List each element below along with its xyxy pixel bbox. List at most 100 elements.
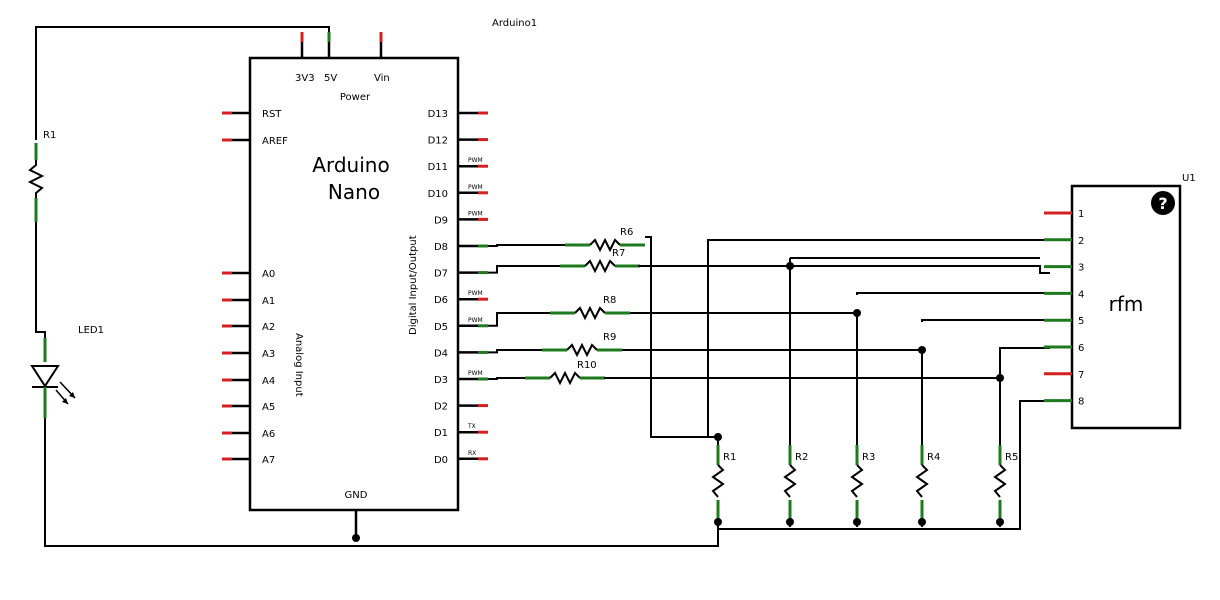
right-pins: D13D12D11PWMD10PWMD9PWMD8D7D6PWMD5PWMD4D… [428,109,488,466]
resistor-r2-pulldown[interactable]: R2 [783,262,808,527]
pin-label: D12 [428,136,448,147]
pin-d2[interactable]: D2 [434,402,488,413]
resistor-label: R2 [795,452,808,463]
pin-d8[interactable]: D8 [434,242,488,253]
resistor-label: R7 [612,248,625,259]
pin-label: 1 [1078,209,1084,220]
rfm-name: rfm [1109,292,1144,316]
arduino-ref: Arduino1 [492,18,537,29]
rfm-pin-1[interactable]: 1 [1044,209,1084,220]
rfm-pin-4[interactable]: 4 [1044,289,1084,300]
wire [999,347,1050,377]
pin-label: D8 [434,242,448,253]
pin-d7[interactable]: D7 [434,269,488,280]
pin-aref[interactable]: AREF [222,136,288,147]
wire [707,239,1050,437]
junction [352,534,360,542]
pin-d4[interactable]: D4 [434,348,488,359]
pin-tag: RX [468,450,476,457]
resistor-r10[interactable]: R10 [488,360,605,386]
rfm-pin-6[interactable]: 6 [1044,343,1084,354]
pin-a3[interactable]: A3 [222,349,275,360]
pin-label: D9 [434,215,448,226]
resistor-label: R8 [603,295,616,306]
resistor-label: R10 [577,360,597,371]
gnd-label: GND [345,490,368,501]
pin-5v-label: 5V [324,73,337,84]
pin-rst[interactable]: RST [222,109,282,120]
pin-tag: TX [467,423,476,430]
pin-tag: PWM [468,370,483,377]
pin-label: D10 [428,189,448,200]
pin-label: 4 [1078,289,1084,300]
wire [638,265,1050,274]
pin-a2[interactable]: A2 [222,322,275,333]
pin-d11[interactable]: D11 PWM [428,157,488,173]
pin-label: 6 [1078,343,1084,354]
resistor-r7[interactable]: R7 [488,248,640,274]
rfm-pin-2[interactable]: 2 [1044,236,1084,247]
resistor-label: R3 [862,452,875,463]
resistor-r1-pulldown[interactable]: R1 [711,433,736,527]
pin-label: D3 [434,375,448,386]
pin-label: AREF [262,136,288,147]
pin-label: D2 [434,402,448,413]
led-symbol[interactable] [30,338,76,418]
pin-a6[interactable]: A6 [222,429,275,440]
pin-d13[interactable]: D13 [428,109,488,120]
pin-a7[interactable]: A7 [222,455,275,466]
pin-label: D1 [434,428,448,439]
wire [718,400,1050,530]
svg-text:?: ? [1158,194,1167,213]
wire-r-led [35,222,46,340]
pin-vin-label: Vin [374,73,390,84]
rfm-pin-5[interactable]: 5 [1044,316,1084,327]
resistor-r5-pulldown[interactable]: R5 [993,374,1018,527]
pin-3v3-label: 3V3 [295,73,315,84]
pin-label: D4 [434,348,448,359]
arduino-title-2: Nano [328,180,380,204]
resistor-r8[interactable]: R8 [488,295,630,327]
resistor-r4-pulldown[interactable]: R4 [915,346,940,527]
pin-d6[interactable]: D6 PWM [434,290,488,306]
pin-a1[interactable]: A1 [222,296,275,307]
rfm-pin-3[interactable]: 3 [1044,263,1084,274]
wire [921,319,1050,322]
pin-d1[interactable]: D1 TX [434,423,488,439]
resistor-label: R9 [603,332,616,343]
pin-a4[interactable]: A4 [222,376,275,387]
resistor-r3-pulldown[interactable]: R3 [850,309,875,527]
pin-label: A3 [262,349,275,360]
rfm-pin-8[interactable]: 8 [1044,397,1084,408]
arduino-body[interactable] [248,56,460,512]
pin-label: D11 [428,162,448,173]
pin-label: D6 [434,295,448,306]
pin-d3[interactable]: D3 PWM [434,370,488,386]
pulldown-resistors: R1 R2 R3 R4 R5 [711,262,1018,527]
rfm-body[interactable] [1070,184,1182,430]
arduino-title-1: Arduino [312,153,389,177]
rfm-pin-7[interactable]: 7 [1044,370,1084,381]
pin-a5[interactable]: A5 [222,402,275,413]
pin-d12[interactable]: D12 [428,136,488,147]
pin-label: A5 [262,402,275,413]
digital-io-label: Digital Input/Output [408,235,419,335]
rfm-pins: 1 2 3 4 5 6 7 8 [1044,209,1084,408]
resistor-r6[interactable]: R6 [488,227,645,253]
wire-ground-bus [44,418,719,547]
resistor-left[interactable] [27,143,45,222]
wire [645,236,718,438]
pin-a0[interactable]: A0 [222,269,275,280]
pin-label: D13 [428,109,448,120]
resistor-r9[interactable]: R9 [488,332,622,358]
pin-label: 7 [1078,370,1084,381]
pin-tag: PWM [468,290,483,297]
rfm-ref: U1 [1182,173,1196,184]
pin-tag: PWM [468,157,483,164]
pin-label: 5 [1078,316,1084,327]
